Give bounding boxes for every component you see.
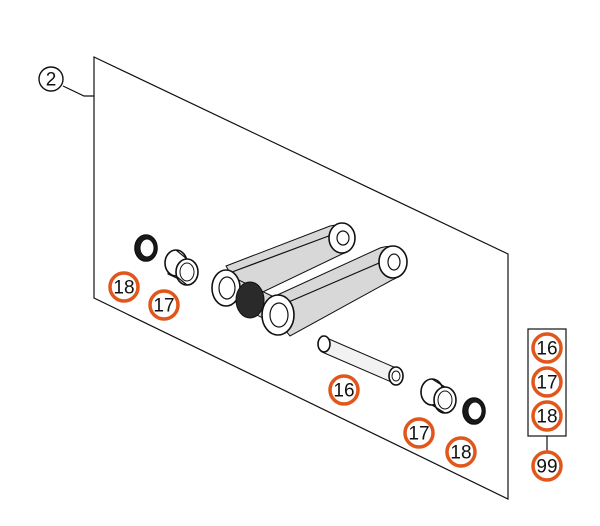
kit-number-99-label: 99 xyxy=(536,457,557,478)
callout-17-right-label: 17 xyxy=(408,424,429,445)
kit-item-18: 18 xyxy=(531,400,563,432)
kit-number-99: 99 xyxy=(531,450,563,482)
kit-item-18-label: 18 xyxy=(536,407,557,428)
callout-17-left: 17 xyxy=(148,289,180,321)
kit-item-16-label: 16 xyxy=(536,339,557,360)
callout-16-center-label: 16 xyxy=(333,381,354,402)
bushing-left xyxy=(164,249,199,286)
callout-17-left-label: 17 xyxy=(153,296,174,317)
assembly-ref-leader xyxy=(62,85,94,97)
kit-item-16: 16 xyxy=(531,332,563,364)
sleeve-pin xyxy=(317,335,404,386)
callout-18-right-label: 18 xyxy=(450,443,471,464)
seal-ring-left xyxy=(134,234,158,262)
seal-ring-right xyxy=(462,397,486,425)
kit-item-17: 17 xyxy=(531,366,563,398)
bushing-right xyxy=(420,378,457,414)
callout-18-left-label: 18 xyxy=(113,278,134,299)
kit-group: 16 17 18 99 xyxy=(527,328,567,482)
assembly-ref: 2 xyxy=(38,66,94,97)
assembly-ref-label: 2 xyxy=(46,70,57,91)
linkage-lever xyxy=(211,222,408,337)
assembly-panel xyxy=(93,56,509,500)
kit-item-17-label: 17 xyxy=(536,373,557,394)
callout-18-right: 18 xyxy=(445,436,477,468)
callout-17-right: 17 xyxy=(403,417,435,449)
callout-18-left: 18 xyxy=(108,271,140,303)
assembly-ref-circle xyxy=(38,66,64,92)
callout-16-center: 16 xyxy=(328,374,360,406)
